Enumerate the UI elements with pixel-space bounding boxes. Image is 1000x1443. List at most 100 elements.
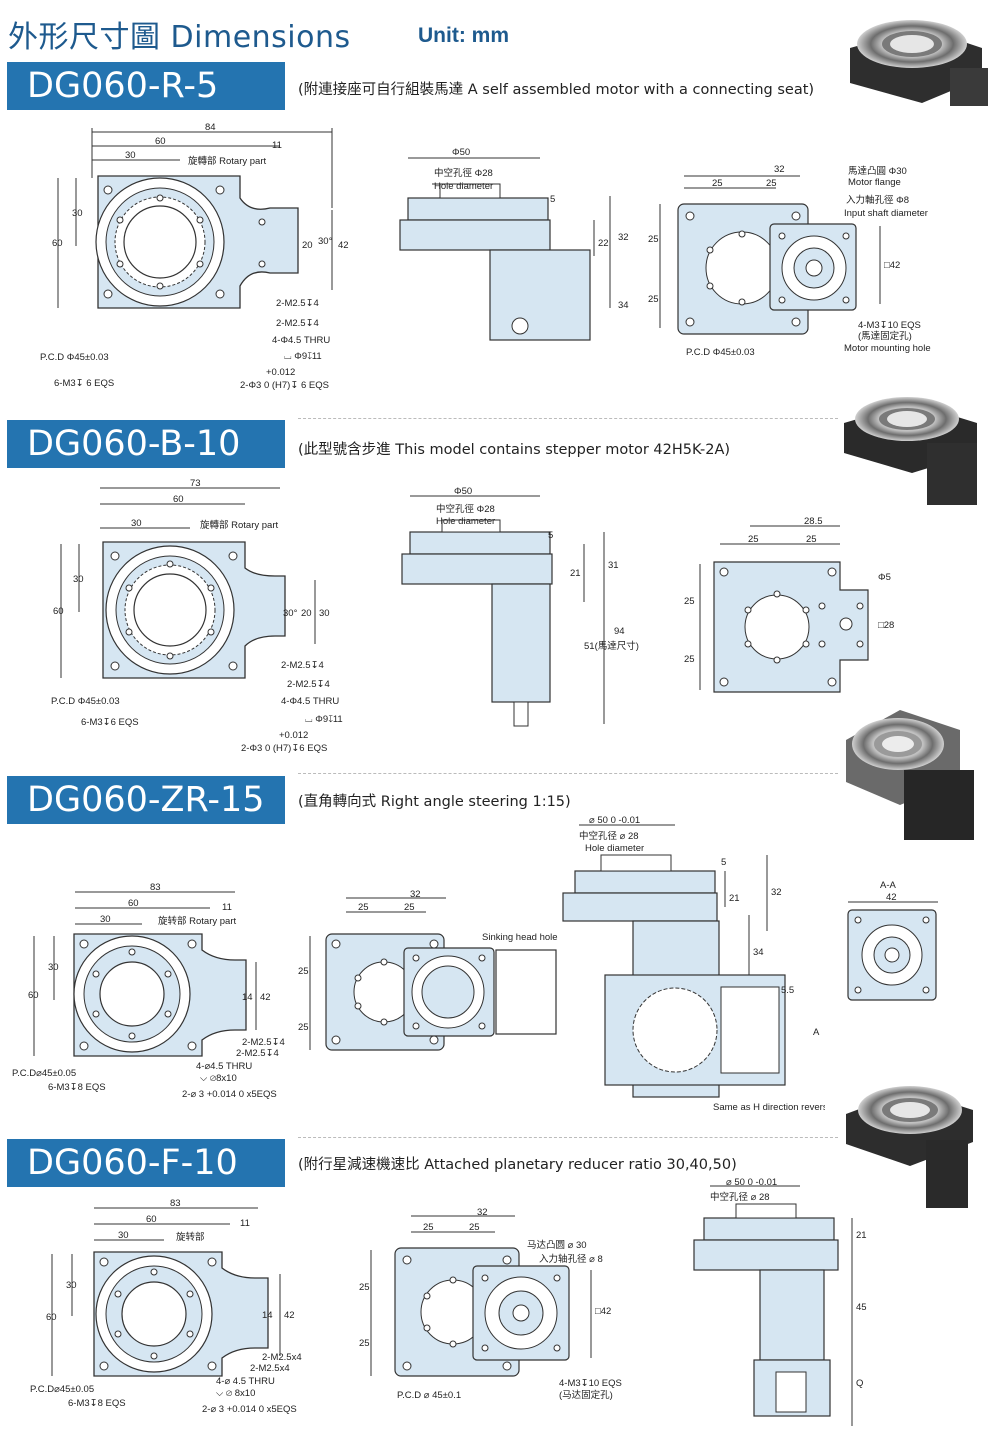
svg-text:25: 25 [684,654,695,665]
svg-text:4-Φ4.5 THRU: 4-Φ4.5 THRU [272,335,330,346]
svg-text:42: 42 [886,892,897,903]
svg-text:25: 25 [469,1222,480,1233]
svg-text:Φ5: Φ5 [878,572,891,583]
svg-text:30: 30 [72,208,83,219]
svg-text:21: 21 [570,568,581,579]
rear-view-1: 32 25 25 25 25 □42 馬達凸圓 Φ30 Motor flange… [648,164,931,358]
svg-text:Hole diameter: Hole diameter [585,843,644,854]
svg-text:A: A [813,1027,820,1038]
svg-text:83: 83 [170,1198,181,1209]
svg-text:94: 94 [614,626,625,637]
svg-text:2-⌀ 3 +0.014 0 x5EQS: 2-⌀ 3 +0.014 0 x5EQS [202,1404,297,1415]
svg-text:25: 25 [648,234,659,245]
svg-text:25: 25 [358,902,369,913]
svg-text:Q: Q [856,1378,863,1389]
rear-view-4: 32 25 25 25 25 □42 马达凸圆 ⌀ 30 入力轴孔径 ⌀ 8 4… [359,1207,622,1401]
svg-text:Motor mounting hole: Motor mounting hole [844,343,931,354]
svg-text:20: 20 [302,240,313,251]
svg-text:P.C.D Φ45±0.03: P.C.D Φ45±0.03 [51,696,120,707]
svg-text:⌵ ⌀ 8x10: ⌵ ⌀ 8x10 [216,1388,255,1399]
svg-text:P.C.D⌀45±0.05: P.C.D⌀45±0.05 [30,1384,94,1395]
svg-text:P.C.D ⌀ 45±0.1: P.C.D ⌀ 45±0.1 [397,1390,461,1401]
front-view-3: 83 60 30 11 旋转部 Rotary part 30 60 14 42 … [12,882,285,1100]
svg-text:P.C.D Φ45±0.03: P.C.D Φ45±0.03 [40,352,109,363]
page-title: 外形尺寸圖 Dimensions [8,20,351,55]
svg-text:⌴ Φ9↧11: ⌴ Φ9↧11 [305,714,343,725]
svg-text:25: 25 [766,178,777,189]
svg-text:31: 31 [608,560,619,571]
product-photo-4 [846,1086,973,1208]
svg-text:45: 45 [856,1302,867,1313]
svg-text:11: 11 [240,1218,250,1229]
svg-text:30: 30 [118,1230,129,1241]
svg-text:⌀ 50 0 -0.01: ⌀ 50 0 -0.01 [589,815,640,826]
side-view-2: Φ50 中空孔徑 Φ28 Hole diameter 5 21 31 51(馬達… [401,486,639,727]
svg-text:2-M2.5x4: 2-M2.5x4 [262,1352,302,1363]
section-divider-2 [298,773,838,774]
unit-label: Unit: mm [418,24,509,47]
section-divider-1 [298,418,838,419]
svg-text:25: 25 [423,1222,434,1233]
svg-text:4-⌀ 4.5 THRU: 4-⌀ 4.5 THRU [216,1376,275,1387]
side-view-4: ⌀ 50 0 -0.01 中空孔径 ⌀ 28 21 45 Q [693,1177,867,1426]
svg-text:60: 60 [46,1312,57,1323]
svg-text:42: 42 [338,240,349,251]
model-desc-1: (附連接座可自行組裝馬達 A self assembled motor with… [298,82,815,98]
svg-text:Input shaft diameter: Input shaft diameter [844,208,928,219]
section-view-a-a: A-A 42 [847,880,938,1001]
svg-text:34: 34 [618,300,629,311]
svg-text:6-M3↧ 6 EQS: 6-M3↧ 6 EQS [54,378,114,389]
svg-text:2-M2.5↧4: 2-M2.5↧4 [287,679,330,690]
rear-view-3: 32 25 25 25 25 Sinking head hole [298,889,558,1051]
svg-text:60: 60 [146,1214,157,1225]
svg-text:30: 30 [125,150,136,161]
svg-text:入力軸孔徑 Φ8: 入力軸孔徑 Φ8 [846,194,909,206]
svg-text:2-M2.5x4: 2-M2.5x4 [250,1363,290,1374]
svg-text:32: 32 [618,232,629,243]
svg-text:6-M3↧8 EQS: 6-M3↧8 EQS [68,1398,126,1409]
svg-text:60: 60 [173,494,184,505]
side-view-1: Φ50 中空孔徑 Φ28 Hole diameter 5 22 32 34 [399,147,629,341]
svg-text:14: 14 [242,992,253,1003]
svg-text:Φ50: Φ50 [452,147,470,158]
svg-text:4-M3↧10 EQS: 4-M3↧10 EQS [858,320,921,331]
svg-text:30°: 30° [283,608,298,619]
model-desc-2: (此型號含步進 This model contains stepper moto… [298,442,731,458]
svg-text:28.5: 28.5 [804,516,823,527]
svg-text:30: 30 [131,518,142,529]
svg-text:84: 84 [205,122,216,133]
svg-text:中空孔径 ⌀ 28: 中空孔径 ⌀ 28 [579,830,639,842]
svg-text:Hole diameter: Hole diameter [436,516,495,527]
svg-text:中空孔徑 Φ28: 中空孔徑 Φ28 [436,503,495,515]
svg-text:馬達凸圓 Φ30: 馬達凸圓 Φ30 [848,165,907,177]
svg-text:旋转部 Rotary part: 旋转部 Rotary part [158,915,236,927]
svg-text:25: 25 [648,294,659,305]
svg-text:6-M3↧6 EQS: 6-M3↧6 EQS [81,717,139,728]
svg-text:5: 5 [550,194,555,205]
svg-text:旋转部: 旋转部 [176,1231,205,1243]
side-view-3: ⌀ 50 0 -0.01 中空孔径 ⌀ 28 Hole diameter 5 2… [562,815,825,1113]
svg-text:A-A: A-A [880,880,897,891]
svg-text:11: 11 [272,140,282,151]
svg-text:25: 25 [404,902,415,913]
front-view-2: 73 60 30 旋轉部 Rotary part 30 60 30° 20 30… [51,478,343,754]
svg-text:30: 30 [73,574,84,585]
model-title-2: DG060-B-10 [7,420,285,468]
svg-text:21: 21 [729,893,740,904]
svg-text:60: 60 [128,898,139,909]
svg-text:32: 32 [771,887,782,898]
svg-text:83: 83 [150,882,161,893]
product-photo-3 [846,710,974,840]
svg-text:30°: 30° [318,236,333,247]
svg-text:中空孔徑 Φ28: 中空孔徑 Φ28 [434,167,493,179]
svg-text:4-M3↧10 EQS: 4-M3↧10 EQS [559,1378,622,1389]
svg-text:5: 5 [548,530,553,541]
front-view-4: 83 60 30 11 旋转部 30 60 14 42 2-M2.5x4 2-M… [30,1198,302,1415]
svg-text:马达凸圆 ⌀ 30: 马达凸圆 ⌀ 30 [527,1239,587,1251]
model-title-1: DG060-R-5 [7,62,285,110]
product-photo-1 [850,20,988,106]
model-desc-4: (附行星減速機速比 Attached planetary reducer rat… [298,1157,737,1173]
svg-text:25: 25 [806,534,817,545]
svg-text:2-Φ3 0 (H7)↧ 6 EQS: 2-Φ3 0 (H7)↧ 6 EQS [240,380,329,391]
section-divider-3 [298,1137,838,1138]
